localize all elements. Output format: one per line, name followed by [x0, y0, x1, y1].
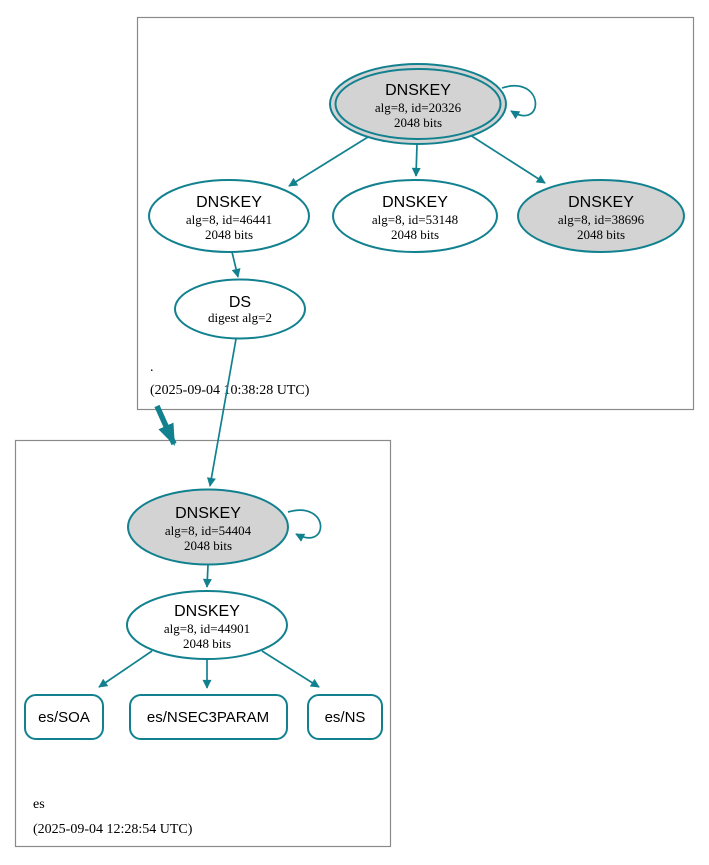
es-ns-label: es/NS: [325, 709, 366, 726]
edge-ds-54404: [206, 338, 237, 487]
edge-20326-46441: [288, 136, 369, 187]
dnskey-46441-title: DNSKEY: [196, 194, 262, 211]
node-dnskey-46441: DNSKEY alg=8, id=46441 2048 bits: [148, 179, 310, 253]
dnskey-38696-ellipse: [517, 179, 685, 253]
dnskey-20326-detail: alg=8, id=20326: [375, 100, 462, 115]
node-dnskey-38696: DNSKEY alg=8, id=38696 2048 bits: [517, 179, 685, 253]
es-ns-rect: [307, 694, 383, 740]
node-ds-root: DS digest alg=2: [174, 278, 306, 340]
edge-20326-53148: [411, 143, 421, 177]
es-zone-timestamp: (2025-09-04 12:28:54 UTC): [33, 822, 193, 837]
root-zone-timestamp: (2025-09-04 10:38:28 UTC): [150, 383, 310, 398]
graph-edges: [98, 85, 546, 689]
dnskey-53148-title: DNSKEY: [382, 194, 448, 211]
edge-20326-38696: [469, 134, 546, 184]
root-zone-label: .: [150, 360, 154, 375]
dnskey-54404-bits: 2048 bits: [184, 538, 232, 553]
node-es-ns: es/NS: [307, 694, 383, 740]
es-zone-box: [14, 439, 392, 848]
edge-46441-ds: [231, 251, 241, 278]
dnskey-20326-bits: 2048 bits: [394, 115, 442, 130]
dnskey-38696-bits: 2048 bits: [577, 227, 625, 242]
edge-44901-ns: [261, 650, 320, 688]
dnskey-20326-inner-ellipse: [334, 68, 502, 140]
ds-title: DS: [229, 294, 251, 311]
dnskey-53148-detail: alg=8, id=53148: [372, 212, 458, 227]
root-zone-box: [136, 16, 695, 411]
dnskey-38696-detail: alg=8, id=38696: [558, 212, 645, 227]
node-es-nsec3param: es/NSEC3PARAM: [129, 694, 288, 740]
dnskey-53148-bits: 2048 bits: [391, 227, 439, 242]
dnskey-53148-ellipse: [332, 179, 498, 253]
edge-54404-selfloop: [287, 509, 322, 542]
ds-detail: digest alg=2: [208, 310, 272, 325]
dnskey-44901-title: DNSKEY: [174, 603, 240, 620]
dnskey-46441-ellipse: [148, 179, 310, 253]
dnskey-20326-title: DNSKEY: [385, 82, 451, 99]
edge-44901-soa: [98, 650, 153, 688]
node-dnskey-53148: DNSKEY alg=8, id=53148 2048 bits: [332, 179, 498, 253]
edge-root-to-es-delegation: [154, 404, 177, 447]
node-es-soa: es/SOA: [24, 694, 104, 740]
es-zone-label: es: [33, 797, 45, 812]
node-dnskey-54404: DNSKEY alg=8, id=54404 2048 bits: [127, 488, 289, 566]
dnskey-46441-bits: 2048 bits: [205, 227, 253, 242]
edge-20326-selfloop: [501, 85, 537, 120]
dnskey-54404-detail: alg=8, id=54404: [165, 523, 252, 538]
dnskey-44901-detail: alg=8, id=44901: [164, 621, 250, 636]
es-soa-label: es/SOA: [38, 709, 90, 726]
edge-54404-44901: [202, 564, 212, 588]
es-nsec3param-label: es/NSEC3PARAM: [147, 709, 269, 726]
node-dnskey-44901: DNSKEY alg=8, id=44901 2048 bits: [126, 590, 288, 660]
dnskey-44901-ellipse: [126, 590, 288, 660]
dnskey-54404-ellipse: [127, 488, 289, 566]
dnskey-38696-title: DNSKEY: [568, 194, 634, 211]
es-nsec3param-rect: [129, 694, 288, 740]
dnskey-44901-bits: 2048 bits: [183, 636, 231, 651]
es-soa-rect: [24, 694, 104, 740]
ds-ellipse: [174, 278, 306, 340]
dnskey-46441-detail: alg=8, id=46441: [186, 212, 272, 227]
node-dnskey-20326: DNSKEY alg=8, id=20326 2048 bits: [329, 63, 507, 145]
dnskey-54404-title: DNSKEY: [175, 505, 241, 522]
